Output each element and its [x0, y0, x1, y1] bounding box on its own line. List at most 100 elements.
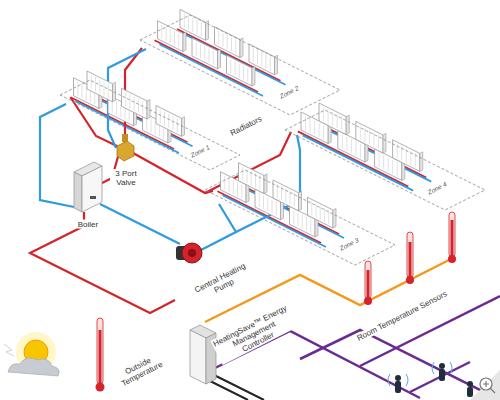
radiator-fin	[242, 167, 243, 181]
zoom-icon-mark	[483, 381, 495, 393]
radiator-fin	[161, 25, 162, 39]
radiator-fin	[243, 66, 244, 80]
radiator-side	[240, 38, 243, 58]
radiator-fin	[151, 119, 152, 133]
part-label: Central Heating Pump	[187, 258, 258, 306]
radiator-fin	[224, 176, 225, 190]
radiator-fin	[267, 197, 268, 211]
radiator-side	[346, 115, 349, 135]
three-port-valve	[117, 141, 134, 161]
zone-boundary	[205, 170, 395, 265]
radiator-fin	[298, 213, 299, 227]
radiator-side	[333, 209, 336, 229]
radiator-fin	[247, 68, 248, 82]
radiator-fin	[184, 14, 185, 28]
radiator-fin	[192, 18, 193, 32]
radiator-fin	[306, 217, 307, 231]
zone-outline	[60, 80, 240, 170]
radiator-side	[264, 174, 267, 194]
zone-boundary	[285, 110, 485, 210]
zone-region: Zone 1	[60, 80, 240, 170]
radiator-fin	[178, 33, 179, 47]
return-pipe	[201, 204, 236, 250]
radiator-fin	[168, 114, 169, 128]
radiator-fin	[392, 160, 393, 174]
radiator-fin	[91, 75, 92, 89]
boiler-front	[82, 166, 102, 212]
zone-region: Zone 2	[140, 15, 340, 115]
radiator-fin	[323, 107, 324, 121]
radiator-fin	[196, 42, 197, 56]
part-label: Outside Temperature	[112, 350, 168, 391]
radiator-fin	[369, 130, 370, 144]
radiator-fin	[82, 84, 83, 98]
radiator-fin	[323, 125, 324, 139]
radiator-fin	[218, 31, 219, 45]
signal-arcs	[388, 362, 452, 386]
radiator-fin	[378, 135, 379, 149]
radiator-fin	[266, 55, 267, 69]
radiator-fin	[311, 201, 312, 215]
central-heating-pump	[182, 243, 202, 263]
zone-label: Zone 4	[426, 180, 449, 196]
radiator	[249, 44, 275, 75]
radiator-fin	[383, 155, 384, 169]
room-temperature-sensor	[364, 261, 372, 305]
radiator-fin	[319, 123, 320, 137]
radiator-fin	[164, 112, 165, 126]
radiator-fin	[373, 132, 374, 146]
radiator-fin	[346, 137, 347, 151]
radiator-fin	[351, 139, 352, 153]
radiator-fin	[293, 210, 294, 224]
radiator-fin	[213, 51, 214, 65]
radiator-fin	[116, 101, 117, 115]
radiator	[192, 38, 218, 69]
outside-thermometer	[96, 318, 105, 392]
radiator	[158, 21, 184, 52]
radiator-fin	[263, 195, 264, 209]
zone-boundary	[60, 80, 240, 170]
radiator-fin	[95, 77, 96, 91]
return-pipe	[40, 104, 74, 207]
radiator-fin	[337, 114, 338, 128]
radiator-fin	[233, 180, 234, 194]
radiator-fin	[342, 135, 343, 149]
radiator-fin	[270, 57, 271, 71]
radiator	[227, 55, 253, 86]
zone-boundary	[140, 15, 340, 115]
radiator-fin	[130, 95, 131, 109]
part-label: Radiators	[228, 114, 264, 138]
radiator-fin	[174, 31, 175, 45]
zone-label: Zone 2	[277, 84, 300, 100]
radiator-fin	[310, 219, 311, 233]
radiator-fin	[276, 202, 277, 216]
radiator-side	[420, 152, 423, 172]
zone-region: Zone 4	[285, 110, 485, 210]
radiator-side	[218, 49, 221, 69]
radiator-fin	[314, 121, 315, 135]
radiator-fin	[341, 116, 342, 130]
radiator-fin	[379, 153, 380, 167]
power-cable	[212, 374, 264, 400]
radiator-fin	[364, 128, 365, 142]
radiator-fin	[209, 49, 210, 63]
radiator-fin	[360, 126, 361, 140]
part-label: Boiler	[77, 220, 99, 229]
radiator-fin	[223, 33, 224, 47]
radiator-fin	[125, 92, 126, 106]
radiator-fin	[201, 22, 202, 36]
radiator-fin	[397, 162, 398, 176]
radiator-side	[299, 191, 302, 211]
boiler-display	[90, 196, 96, 199]
room-temperature-sensor	[406, 232, 414, 284]
radiator-fin	[142, 101, 143, 115]
radiator-fin	[134, 97, 135, 111]
radiator-fin	[235, 39, 236, 53]
radiator-fin	[272, 200, 273, 214]
data-cable	[300, 330, 500, 400]
flow-pipe	[133, 153, 213, 193]
radiator-fin	[257, 50, 258, 64]
radiator-fin	[328, 210, 329, 224]
radiator-fin	[235, 62, 236, 76]
radiator-fin	[259, 193, 260, 207]
